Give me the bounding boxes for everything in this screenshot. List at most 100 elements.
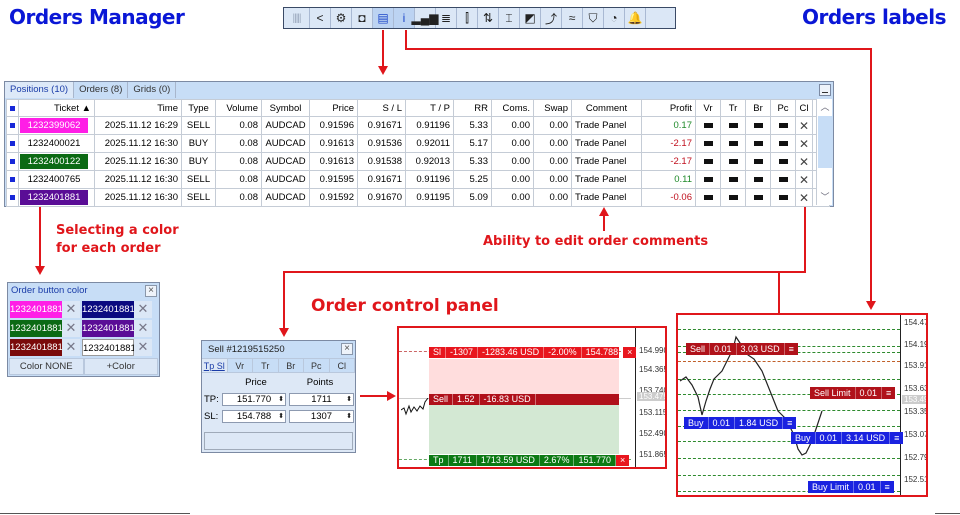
br-button-icon[interactable]	[753, 159, 763, 164]
ticket-button[interactable]: 1232401881	[20, 190, 88, 205]
tr-button-icon[interactable]	[728, 177, 738, 182]
close-cell[interactable]: ✕	[794, 134, 814, 153]
minimize-button[interactable]	[819, 84, 831, 96]
color-chip[interactable]: 1232401881	[10, 320, 63, 337]
tr-cell[interactable]	[720, 170, 746, 189]
tr-cell[interactable]	[720, 134, 746, 153]
color-chip[interactable]: 1232401881	[10, 339, 63, 356]
br-button-icon[interactable]	[753, 123, 763, 128]
ticket-cell[interactable]: 1232401881	[18, 188, 95, 207]
row-marker-icon[interactable]	[10, 159, 15, 164]
comment-cell[interactable]: Trade Panel	[571, 170, 642, 189]
remove-color-icon[interactable]: ✕	[62, 320, 80, 337]
close-position-icon[interactable]: ✕	[799, 190, 810, 205]
vr-button-icon[interactable]	[703, 141, 713, 146]
spinner-icon[interactable]: ⬍	[278, 412, 284, 420]
scroll-up-icon[interactable]: ︿	[820, 102, 830, 112]
tr-button-icon[interactable]	[728, 141, 738, 146]
row-select-cell[interactable]	[6, 170, 19, 189]
pc-button-icon[interactable]	[778, 177, 788, 182]
sort-icon[interactable]: ⇅	[478, 8, 499, 28]
tr-button-icon[interactable]	[728, 195, 738, 200]
signal-bars-icon[interactable]: ▂▄▆	[412, 8, 438, 28]
pc-cell[interactable]	[770, 134, 796, 153]
tab-tr[interactable]: Tr	[253, 359, 279, 372]
spinner-icon[interactable]: ⬍	[278, 395, 284, 403]
color-none-button[interactable]: Color NONE	[9, 358, 84, 375]
column-header[interactable]: Swap	[533, 99, 572, 117]
close-cell[interactable]: ✕	[794, 188, 814, 207]
ticket-cell[interactable]: 1232400021	[18, 134, 95, 153]
tab-vr[interactable]: Vr	[228, 359, 253, 372]
pc-cell[interactable]	[770, 188, 796, 207]
column-header[interactable]	[6, 99, 19, 117]
vr-cell[interactable]	[695, 188, 721, 207]
info-icon[interactable]: i	[394, 8, 415, 28]
menu-icon[interactable]: ≡	[884, 482, 890, 492]
column-header[interactable]: S / L	[357, 99, 406, 117]
column-header[interactable]: Time	[94, 99, 182, 117]
comment-cell[interactable]: Trade Panel	[571, 116, 642, 135]
gear-icon[interactable]: ⚙	[331, 8, 352, 28]
add-color-button[interactable]: +Color	[83, 358, 158, 375]
column-header[interactable]: Coms.	[491, 99, 534, 117]
pc-cell[interactable]	[770, 116, 796, 135]
close-icon[interactable]: ×	[616, 455, 630, 466]
color-chip[interactable]: 1232401881	[82, 339, 136, 356]
vertical-scrollbar[interactable]: ︿ ﹀	[816, 99, 832, 205]
color-chip[interactable]: 1232401881	[82, 301, 135, 318]
tab-cl[interactable]: Cl	[330, 359, 355, 372]
row-select-cell[interactable]	[6, 188, 19, 207]
br-button-icon[interactable]	[753, 141, 763, 146]
br-cell[interactable]	[745, 134, 771, 153]
camera-icon[interactable]: ◘	[352, 8, 373, 28]
br-button-icon[interactable]	[753, 195, 763, 200]
remove-color-icon[interactable]: ✕	[134, 320, 152, 337]
menu-icon[interactable]: ≡	[886, 388, 892, 398]
close-icon[interactable]: ×	[145, 285, 157, 297]
row-select-cell[interactable]	[6, 152, 19, 171]
br-cell[interactable]	[745, 170, 771, 189]
sl-points-input[interactable]: 1307⬍	[289, 409, 354, 423]
row-marker-icon[interactable]	[10, 177, 15, 182]
vr-cell[interactable]	[695, 134, 721, 153]
vr-cell[interactable]	[695, 152, 721, 171]
comment-cell[interactable]: Trade Panel	[571, 188, 642, 207]
row-marker-icon[interactable]	[10, 195, 15, 200]
stop-loss-ribbon[interactable]: Sl-1307-1283.46 USD-2.00%154.788×	[429, 347, 637, 358]
menu-icon[interactable]: ≡	[894, 433, 900, 443]
column-header[interactable]: Pc	[770, 99, 796, 117]
tab-br[interactable]: Br	[279, 359, 304, 372]
candles-icon[interactable]: ⫿	[457, 8, 478, 28]
br-button-icon[interactable]	[753, 177, 763, 182]
ticket-button[interactable]: 1232400765	[20, 172, 88, 187]
br-cell[interactable]	[745, 152, 771, 171]
briefcase-icon[interactable]: ▤	[373, 8, 394, 28]
comment-cell[interactable]: Trade Panel	[571, 134, 642, 153]
close-position-icon[interactable]: ✕	[799, 136, 810, 151]
tr-button-icon[interactable]	[728, 159, 738, 164]
close-cell[interactable]: ✕	[794, 116, 814, 135]
column-header[interactable]: Cl	[794, 99, 814, 117]
tr-cell[interactable]	[720, 152, 746, 171]
menu-icon[interactable]: ≡	[787, 418, 793, 428]
column-header[interactable]: Comment	[571, 99, 642, 117]
vr-button-icon[interactable]	[703, 177, 713, 182]
close-icon[interactable]: ×	[623, 347, 637, 358]
row-marker-icon[interactable]	[10, 141, 15, 146]
trend-up-icon[interactable]: ⤴	[541, 8, 562, 28]
ticket-cell[interactable]: 1232400765	[18, 170, 95, 189]
column-header[interactable]: Volume	[215, 99, 262, 117]
column-header[interactable]: Tr	[720, 99, 746, 117]
vr-button-icon[interactable]	[703, 195, 713, 200]
row-select-cell[interactable]	[6, 134, 19, 153]
tab-pc[interactable]: Pc	[304, 359, 330, 372]
